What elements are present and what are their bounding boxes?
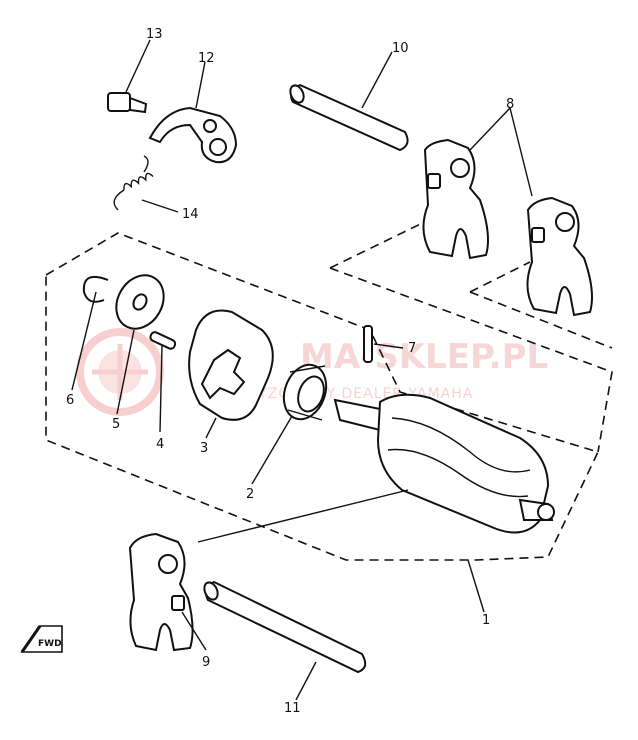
callout-5: 5 xyxy=(112,417,120,432)
watermark-logo-icon xyxy=(76,328,164,416)
part-11-fork-shaft xyxy=(203,580,367,674)
callout-7: 7 xyxy=(408,341,416,356)
leader-lines xyxy=(71,39,533,701)
part-10-fork-shaft xyxy=(289,83,409,152)
part-8-shift-fork-a xyxy=(422,138,489,260)
part-5-washer xyxy=(115,274,165,330)
callout-14: 14 xyxy=(182,207,199,222)
callout-6: 6 xyxy=(66,393,74,408)
callout-11: 11 xyxy=(284,701,301,716)
callout-9: 9 xyxy=(202,655,210,670)
callout-labels: 13 12 14 10 8 7 6 5 4 3 2 1 9 11 xyxy=(66,27,514,716)
part-14-spring xyxy=(113,155,154,211)
part-2-bearing xyxy=(282,363,328,421)
part-12-stopper-lever xyxy=(148,106,238,164)
part-3-segment xyxy=(188,309,274,421)
part-7-dowel xyxy=(363,325,373,363)
part-9-shift-fork-c xyxy=(128,532,194,652)
callout-1: 1 xyxy=(482,613,490,628)
callout-12: 12 xyxy=(198,51,215,66)
callout-10: 10 xyxy=(392,41,409,56)
callout-3: 3 xyxy=(200,441,208,456)
part-13-screw xyxy=(107,92,148,114)
callout-8: 8 xyxy=(506,97,514,112)
watermark: MA-SKLEP.PL AUTORYZOWANY DEALER YAMAHA xyxy=(76,328,548,416)
part-4-pin xyxy=(149,331,177,350)
watermark-brand: MA-SKLEP.PL xyxy=(300,337,548,377)
part-1-shift-drum xyxy=(333,393,555,534)
part-6-circlip xyxy=(82,276,109,303)
callout-2: 2 xyxy=(246,487,254,502)
fwd-arrow-icon: FWD xyxy=(20,625,63,653)
fwd-label: FWD xyxy=(38,639,62,649)
part-8-shift-fork-b xyxy=(526,196,593,317)
callout-13: 13 xyxy=(146,27,163,42)
callout-4: 4 xyxy=(156,437,164,452)
